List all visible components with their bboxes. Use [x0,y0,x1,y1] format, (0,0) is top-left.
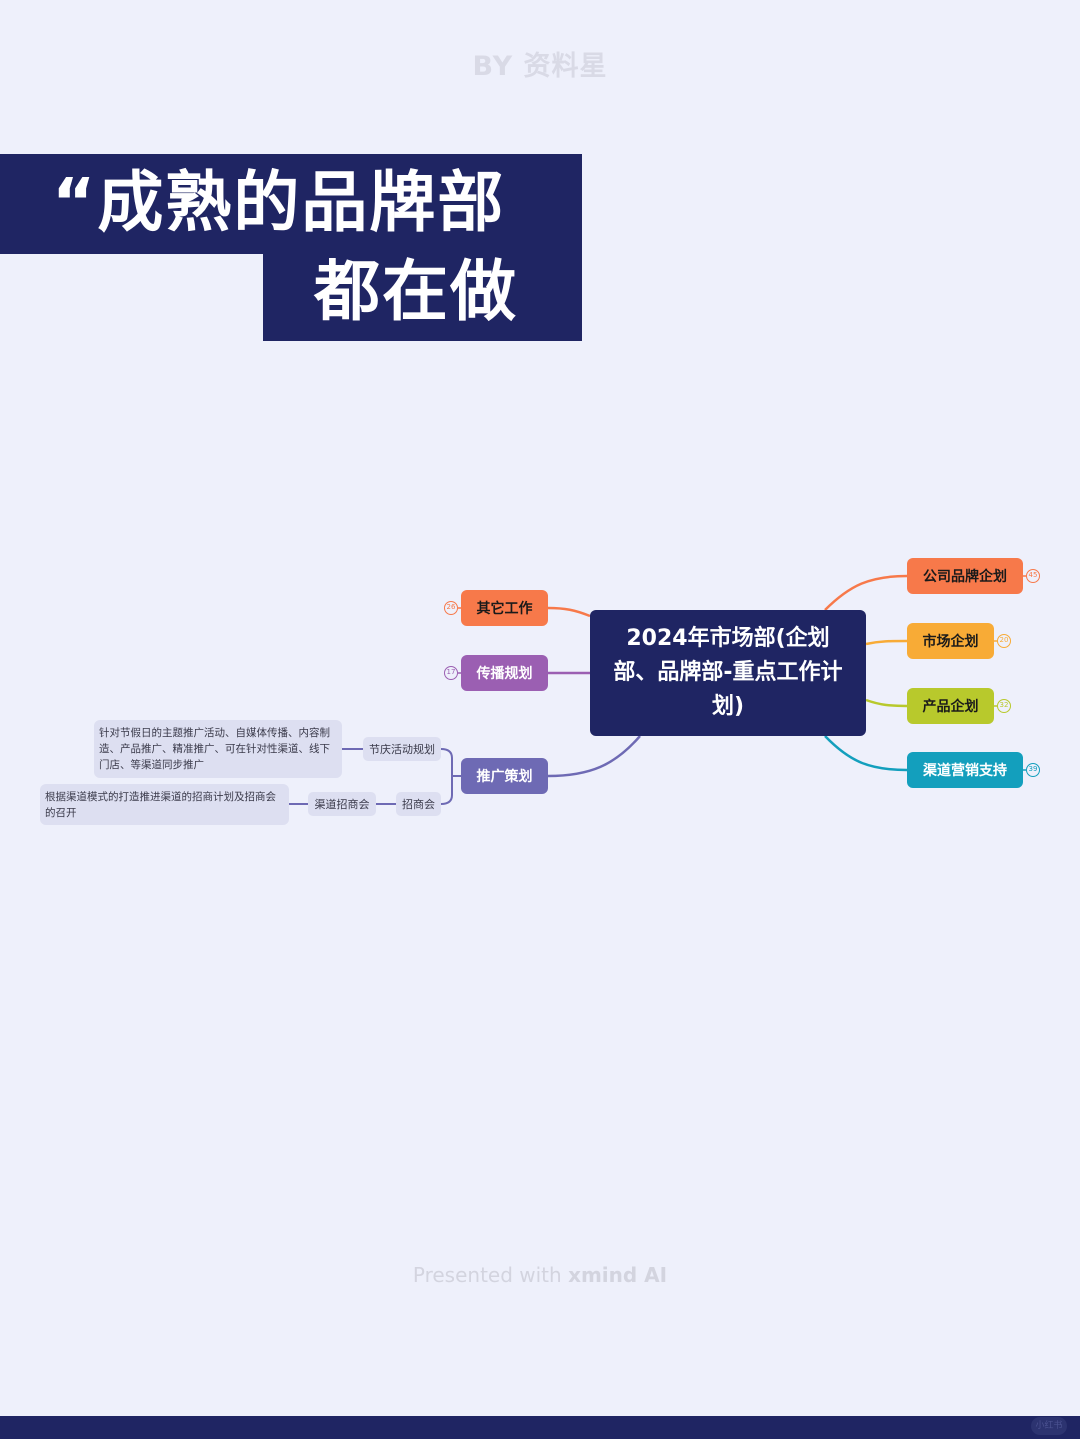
page-title-line-2: 都在做 [314,253,518,330]
subtopic-festival-activity-planning[interactable]: 节庆活动规划 [363,737,441,761]
collapsed-count-badge[interactable]: 39 [1026,763,1040,777]
topic-channel-marketing-support[interactable]: 渠道营销支持 [907,752,1023,788]
collapsed-count-badge[interactable]: 20 [997,634,1011,648]
platform-logo: 小红书 [1031,1417,1067,1435]
subtopic-channel-investment-meeting[interactable]: 渠道招商会 [308,792,376,816]
central-topic[interactable]: 2024年市场部(企划部、品牌部-重点工作计划) [590,610,866,736]
subtopic-channel-investment-detail[interactable]: 根据渠道模式的打造推进渠道的招商计划及招商会的召开 [40,784,289,825]
bottom-bar [0,1416,1080,1439]
watermark: BY 资料星 [472,51,608,82]
topic-product-planning[interactable]: 产品企划 [907,688,994,724]
topic-market-planning[interactable]: 市场企划 [907,623,994,659]
title-banner-top [0,154,582,254]
subtopic-investment-meeting[interactable]: 招商会 [396,792,441,816]
collapsed-count-badge[interactable]: 45 [1026,569,1040,583]
topic-promotion-planning[interactable]: 推广策划 [461,758,548,794]
footer-credit-prefix: Presented with [412,1263,569,1287]
footer-credit-brand: xmind AI [568,1263,668,1287]
page-title-line-1: “成熟的品牌部 [52,164,506,241]
collapsed-count-badge[interactable]: 26 [444,601,458,615]
subtopic-festival-detail[interactable]: 针对节假日的主题推广活动、自媒体传播、内容制造、产品推广、精准推广、可在针对性渠… [94,720,342,778]
topic-communication-planning[interactable]: 传播规划 [461,655,548,691]
collapsed-count-badge[interactable]: 17 [444,666,458,680]
topic-other-work[interactable]: 其它工作 [461,590,548,626]
footer-credit: Presented with xmind AI [0,1263,1080,1287]
collapsed-count-badge[interactable]: 32 [997,699,1011,713]
topic-company-brand-planning[interactable]: 公司品牌企划 [907,558,1023,594]
title-banner-bottom [263,254,582,341]
